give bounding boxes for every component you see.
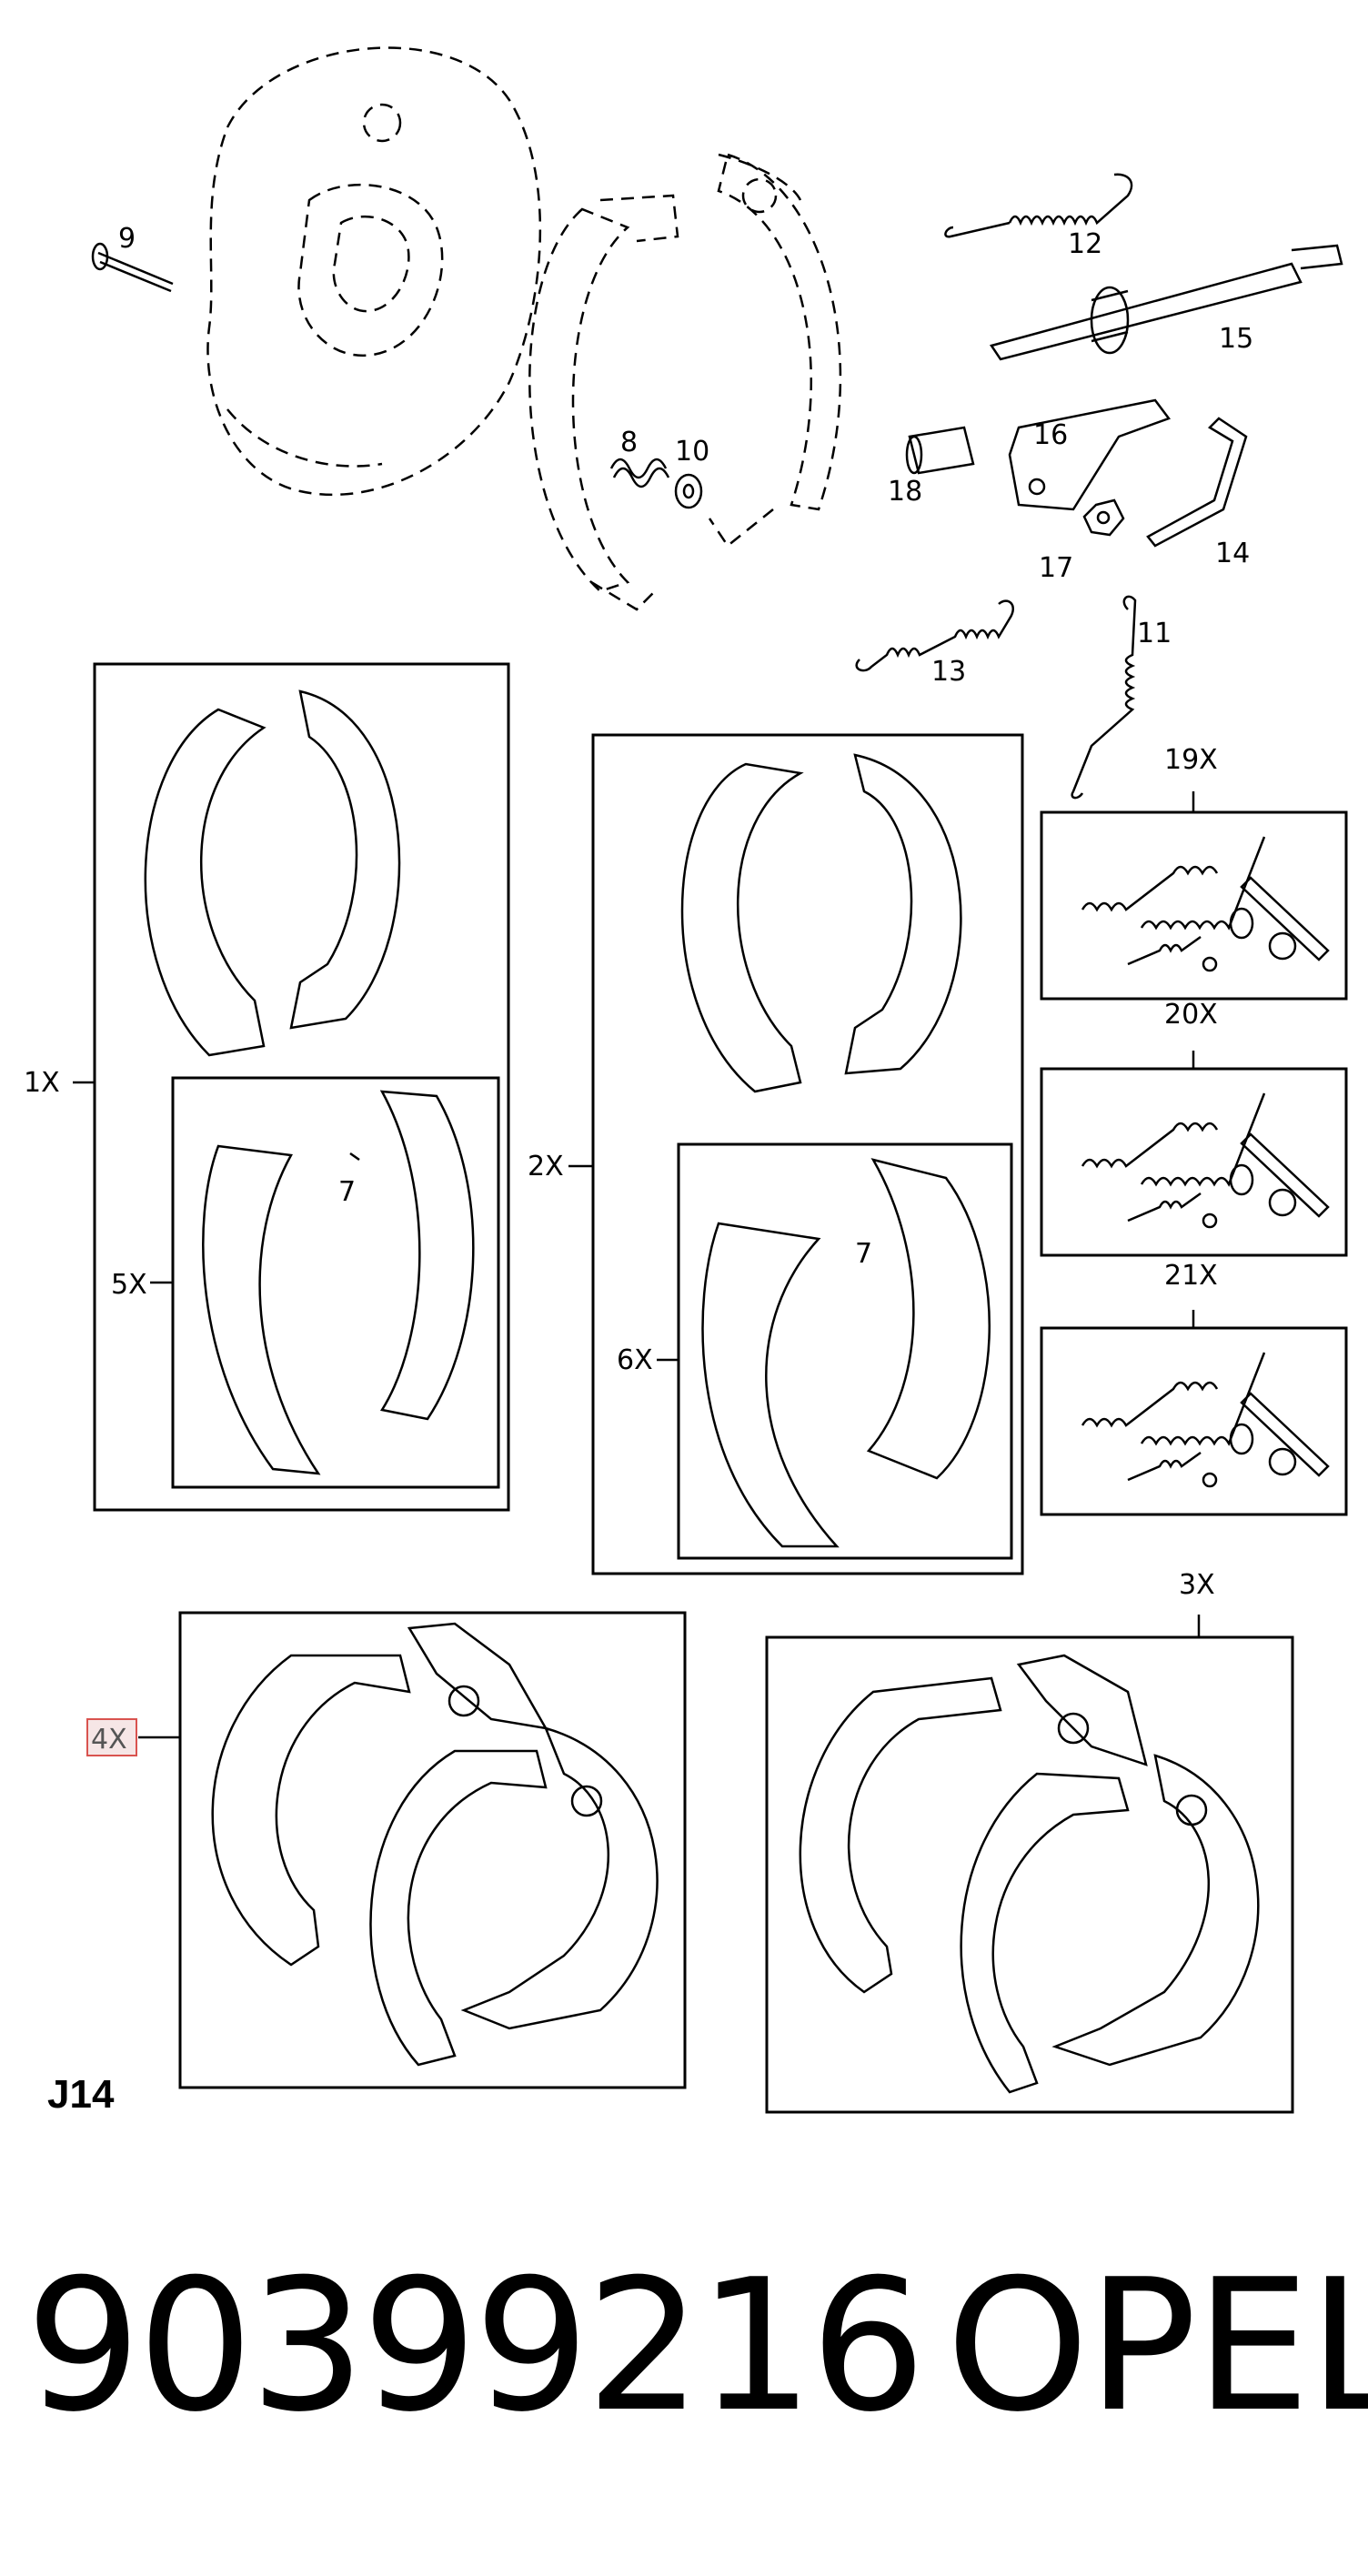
spring-part-8 (609, 458, 670, 488)
callout-16: 16 (1033, 419, 1068, 451)
kit-box-6x (677, 1142, 1013, 1560)
nut-part-17 (1082, 498, 1125, 537)
lever-part-16 (1008, 398, 1172, 511)
brake-shoe-set-3x (799, 1654, 1260, 2094)
adjuster-part-15 (989, 244, 1343, 361)
kit-box-5x (171, 1076, 500, 1489)
spring-part-12 (944, 173, 1133, 238)
part-number: 90399216 (25, 2240, 926, 2452)
brand-name: OPEL (946, 2240, 1368, 2452)
kit-box-21x (1040, 1326, 1348, 1516)
callout-20x: 20X (1164, 999, 1218, 1031)
callout-8: 8 (620, 427, 638, 458)
callout-7-box-6x: 7 (855, 1238, 872, 1270)
callout-4x: 4X (91, 1724, 127, 1756)
kit-box-1x (93, 662, 510, 1512)
kit-box-3x (765, 1635, 1294, 2114)
callout-9: 9 (118, 223, 136, 255)
callout-17: 17 (1039, 552, 1073, 584)
callout-14: 14 (1215, 538, 1250, 569)
kit-box-20x (1040, 1067, 1348, 1257)
pin-part-9 (91, 242, 174, 293)
sleeve-part-18 (905, 426, 975, 475)
spring-part-13 (855, 599, 1014, 672)
callout-12: 12 (1068, 228, 1102, 260)
strut-part-14 (1146, 417, 1248, 548)
brake-shoe-set-4x (211, 1622, 659, 2067)
brake-shoe-dashed-left (528, 194, 679, 611)
callout-21x: 21X (1164, 1260, 1218, 1292)
callout-1x: 1X (24, 1067, 60, 1099)
backing-plate-dashed (206, 46, 542, 497)
callout-2x: 2X (528, 1151, 564, 1182)
kit-box-2x (591, 733, 1024, 1575)
callout-7-box-5x: 7 (338, 1176, 356, 1208)
hardware-kit-20x (1081, 1092, 1330, 1229)
hardware-kit-19x (1081, 836, 1330, 972)
kit-box-19x (1040, 810, 1348, 1001)
diagram-code: J14 (47, 2072, 115, 2117)
brake-shoe-set-1x (144, 689, 401, 1057)
lining-set-6x (701, 1158, 991, 1548)
callout-18: 18 (888, 476, 922, 508)
callout-10: 10 (675, 436, 709, 468)
brake-shoe-set-2x (680, 753, 962, 1093)
lining-set-5x (202, 1090, 475, 1475)
kit-box-4x (178, 1611, 687, 2089)
spring-part-11 (1071, 595, 1137, 800)
washer-part-10 (674, 473, 703, 509)
callout-11: 11 (1137, 618, 1172, 649)
callout-5x: 5X (111, 1269, 147, 1301)
hardware-kit-21x (1081, 1352, 1330, 1488)
callout-15: 15 (1219, 323, 1253, 355)
callout-19x: 19X (1164, 744, 1218, 776)
callout-3x: 3X (1179, 1569, 1215, 1601)
brake-shoe-dashed-right (708, 153, 842, 548)
callout-4x-highlight (86, 1718, 137, 1756)
callout-13: 13 (931, 656, 966, 688)
callout-6x: 6X (617, 1344, 653, 1376)
